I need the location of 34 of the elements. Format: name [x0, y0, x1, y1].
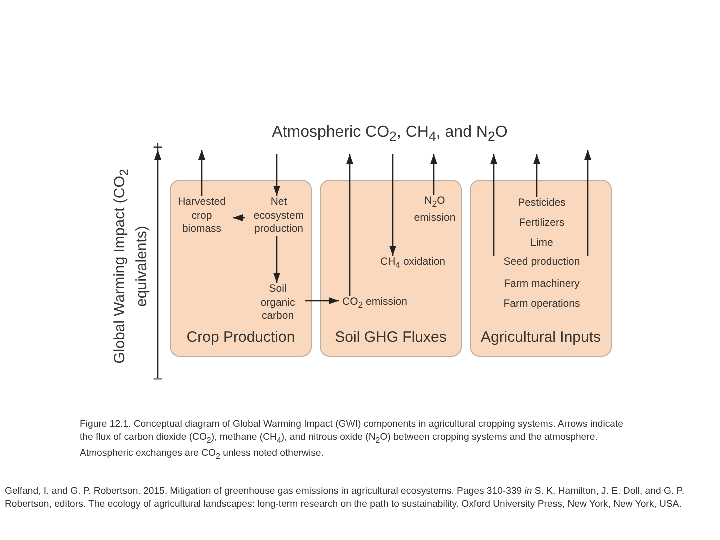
arrow — [390, 154, 396, 256]
component-label: CH$_{4}$ oxidation — [377, 256, 449, 273]
arrow — [346, 154, 354, 296]
panel-heading: Soil GHG Fluxes — [334, 329, 448, 346]
category-panel — [470, 180, 612, 357]
component-label: Farm machinery — [500, 278, 584, 292]
panel-heading: Agricultural Inputs — [480, 329, 602, 346]
arrow — [274, 236, 280, 283]
arrow — [233, 214, 245, 222]
axis-end-label: – — [152, 369, 164, 389]
arrow — [198, 150, 206, 196]
figure-caption: Figure 12.1. Conceptual diagram of Global Warming Impact (GWI) components in agricultural cropping systems. Arrows indicate the flux of carbon dioxide (CO$_{2}$), methane (CH$_{4}$), and nitrous oxide (N$_{2}$O) between cropping systems and the atmosphere. Atmospheric exchanges are CO$_{2}$ unless noted otherwise. — [80, 418, 625, 463]
component-label: CO$_{2}$ emission — [339, 296, 411, 313]
component-label: Soil organic carbon — [251, 283, 305, 324]
arrow — [584, 150, 592, 256]
arrow — [430, 154, 438, 195]
arrow — [274, 154, 280, 196]
category-panel — [320, 180, 462, 357]
component-label: Farm operations — [500, 298, 584, 312]
component-label: Pesticides — [504, 197, 580, 210]
panel-heading: Crop Production — [186, 329, 296, 346]
component-label: Seed production — [491, 256, 593, 270]
citation-text: Gelfand, I. and G. P. Robertson. 2015. Mitigation of greenhouse gas emissions in agricultural ecosystems. Pages 310-339 in S. K. Hamilton, J. E. Doll, and G. P. Robertson, editors. The ecology of agricultural landscapes: long-term research on the path to sustainability. Oxford University Press, New York, New York, USA. — [5, 486, 686, 512]
arrow — [490, 154, 498, 256]
category-panel — [170, 180, 312, 357]
arrow — [534, 154, 540, 197]
axis-end-label: + — [152, 137, 164, 159]
component-label: Fertilizers — [504, 217, 580, 230]
atmosphere-heading: Atmospheric CO$_{2}$, CH$_{4}$, and N$_{2}$O — [180, 116, 600, 154]
arrow — [305, 298, 339, 304]
component-label: N$_{2}$O emission — [411, 195, 459, 226]
component-label: Harvested crop biomass — [171, 196, 233, 236]
component-label: Lime — [518, 237, 566, 250]
component-label: Net ecosystem production — [245, 196, 313, 236]
